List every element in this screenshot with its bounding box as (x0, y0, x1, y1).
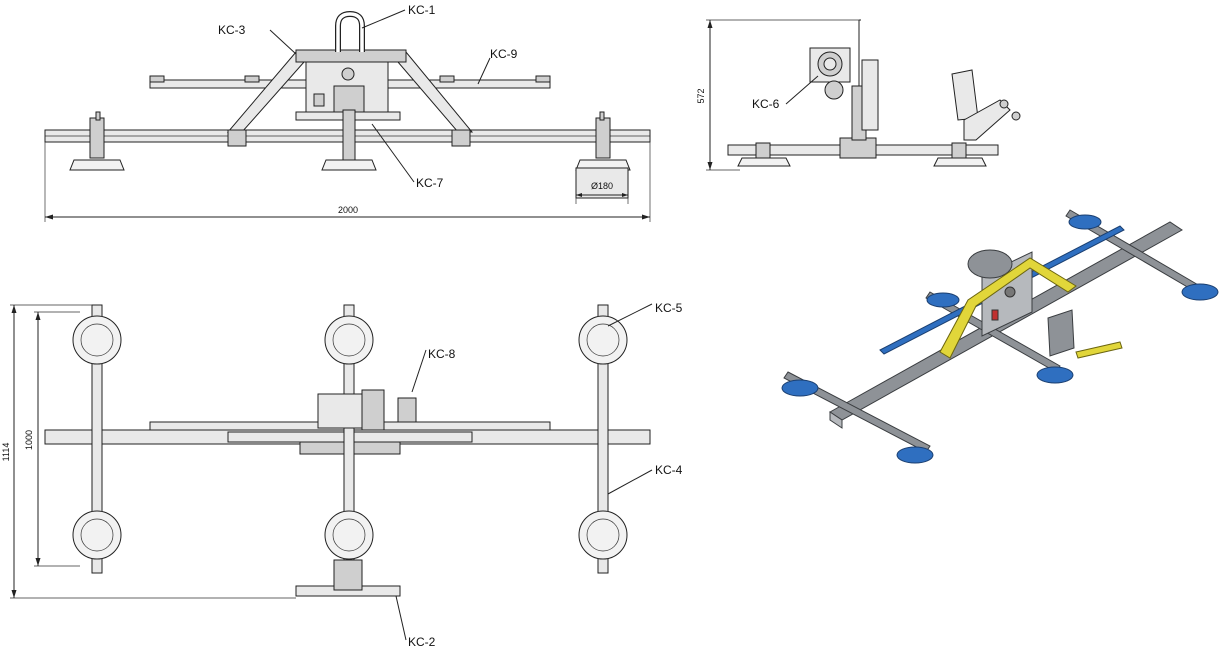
plan-view: 1114 1000 KC-5 KC-4 KC-8 KC-2 (1, 301, 683, 649)
front-view: 2000 Ø180 KC-3 KC-1 KC-9 KC-7 (44, 3, 651, 222)
dim-overall-length: 2000 (338, 205, 358, 215)
cup-detail-box (575, 167, 629, 199)
plan-crossbar-left (91, 304, 103, 574)
plan-crossbar-right (597, 304, 609, 574)
callout-kc2: KC-2 (408, 635, 436, 649)
callout-kc8: KC-8 (428, 347, 456, 361)
callout-kc6: KC-6 (752, 97, 780, 111)
lifting-eye (335, 10, 365, 52)
callout-kc7: KC-7 (416, 176, 444, 190)
dim-cup-diameter: Ø180 (591, 181, 613, 191)
callout-kc9: KC-9 (490, 47, 518, 61)
dim-plan-width-inner: 1000 (24, 430, 34, 450)
iso-yellow-bar (939, 257, 1077, 359)
dim-plan-width-outer: 1114 (1, 443, 11, 462)
front-cup-center (321, 159, 377, 171)
callout-kc3: KC-3 (218, 23, 246, 37)
dim-side-height: 572 (696, 88, 706, 103)
front-cup-left (69, 111, 125, 171)
plan-cups (72, 315, 628, 560)
callout-kc5: KC-5 (655, 301, 683, 315)
callout-kc4: KC-4 (655, 463, 683, 477)
callout-kc1: KC-1 (408, 3, 436, 17)
side-view: 572 KC-6 (696, 19, 1021, 171)
plan-pump (317, 393, 363, 429)
isometric-view (781, 209, 1219, 464)
